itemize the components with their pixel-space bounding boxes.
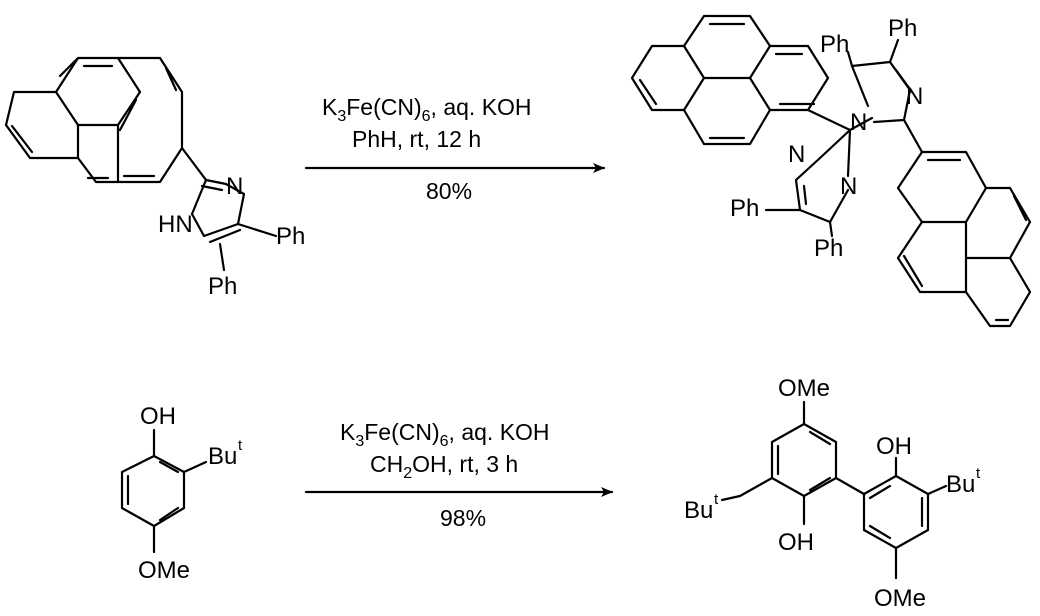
reaction-2-conditions-line2: CH2OH, rt, 3 h [370, 451, 518, 482]
product-1-structure: N N Ph Ph N N Ph Ph [630, 14, 1032, 328]
imidazole-bonds [180, 146, 246, 244]
product-1-upper-pyrene [630, 14, 830, 146]
product-1-n-right: N [906, 83, 923, 110]
product-1-ph-top-right: Ph [888, 15, 917, 42]
phenyl-links [218, 222, 278, 272]
product-2-right-ring [862, 456, 948, 580]
product-1-lower-pyrene [896, 118, 1032, 328]
reactant-2-bu-sup: t [238, 437, 243, 454]
product-2-bu-left-sup: t [714, 491, 719, 508]
reactant-2-ring [120, 428, 208, 554]
product-1-ph-left: Ph [730, 195, 759, 222]
reactant-2-oh: OH [140, 403, 176, 430]
reactant-2-ome: OMe [138, 557, 190, 584]
product-1-n-lower: N [840, 173, 857, 200]
product-2-ome-top: OMe [778, 375, 830, 402]
product-2-biaryl-bond [834, 476, 866, 496]
product-2-oh-upper: OH [876, 433, 912, 460]
reactant-2-structure: OH Bu t OMe [120, 403, 243, 584]
pyrene-bonds [4, 56, 184, 184]
reactant-2-bu: Bu [208, 443, 237, 470]
reaction-1-yield: 80% [426, 178, 472, 204]
product-1-ph-top-left: Ph [820, 31, 849, 58]
product-1-spiro-links [806, 108, 874, 178]
product-2-bu-left: Bu [684, 497, 713, 524]
reaction-1-conditions-line2: PhH, rt, 12 h [352, 126, 481, 152]
product-2-structure: OMe Bu t OH OH Bu t OMe [684, 375, 981, 612]
reaction-1-conditions-line1: K3Fe(CN)6, aq. KOH [322, 94, 532, 125]
reactant-1-ph-bottom: Ph [208, 273, 237, 300]
reaction-2-conditions-line1: K3Fe(CN)6, aq. KOH [340, 419, 550, 450]
imidazole-n: N [226, 173, 243, 200]
reaction-2-yield: 98% [440, 505, 486, 531]
reactant-1-structure: N HN Ph Ph [4, 56, 305, 300]
reaction-2: OH Bu t OMe K3Fe(CN)6, aq. KOH CH2OH, rt… [120, 375, 981, 612]
product-2-ome-bottom: OMe [874, 585, 926, 612]
product-1-ph-lower: Ph [814, 235, 843, 262]
product-1-upper-ph-links [846, 38, 900, 68]
product-1-upper-imidazole [850, 60, 914, 124]
product-1-n-upper-left: N [788, 141, 805, 168]
product-2-left-ring [720, 400, 838, 526]
imidazole-nh: HN [158, 211, 193, 238]
product-2-oh-lower: OH [778, 529, 814, 556]
reaction-1: N HN Ph Ph K3Fe(CN)6, aq. KOH PhH, rt, 1… [4, 14, 1032, 328]
product-2-bu-right: Bu [946, 471, 975, 498]
product-1-lower-imidazole [794, 156, 850, 224]
reactant-1-ph-right: Ph [276, 223, 305, 250]
product-2-bu-right-sup: t [976, 465, 981, 482]
product-1-n-upper-right: N [850, 109, 867, 136]
product-1-lower-ph-links [764, 208, 834, 238]
